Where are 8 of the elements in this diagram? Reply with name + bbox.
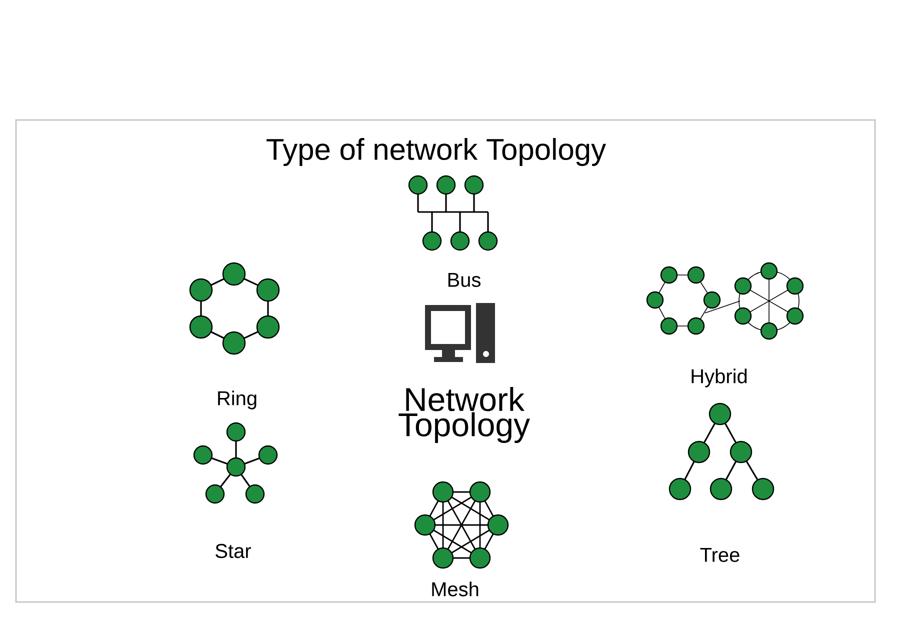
topology-label: Mesh [432,582,478,596]
center-heading: Network Topology [398,387,530,443]
topology-label: Ring [218,390,256,410]
topology-label: Hybrid [692,368,747,388]
topology-label: Bus [448,273,480,287]
topology-label: Tree [700,548,740,562]
title: Type of network Topology [266,138,606,166]
topology-label: Star [216,544,251,558]
